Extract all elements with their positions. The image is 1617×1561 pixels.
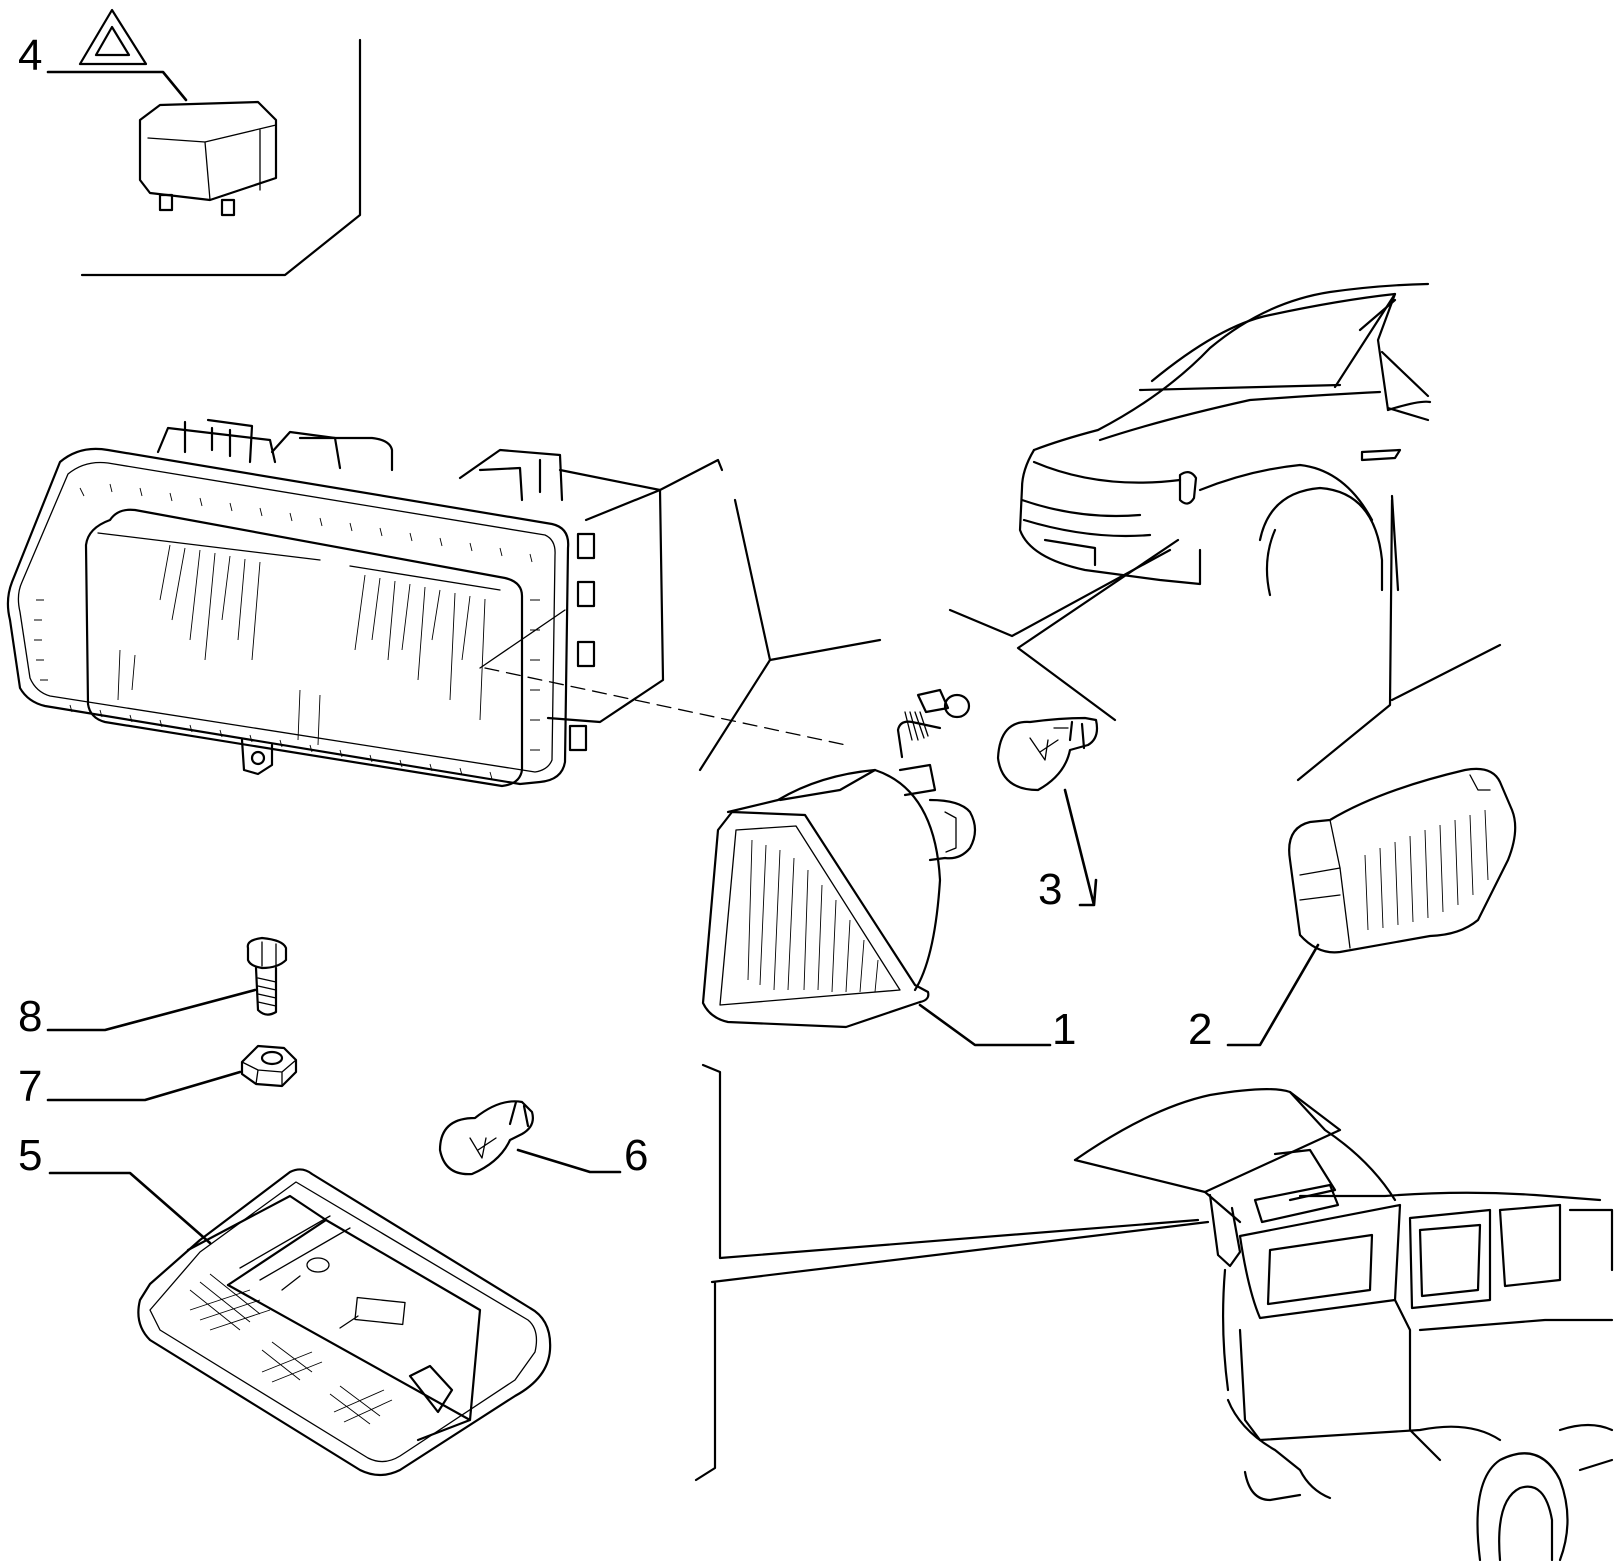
- warning-triangle-icon: [78, 8, 148, 66]
- callout-8: 8: [18, 992, 42, 1041]
- boot-lamp-part-5: [48, 1168, 552, 1477]
- nut-part-7: [46, 1044, 298, 1102]
- indicator-bulb-part-3: [996, 716, 1099, 907]
- callout-1: 1: [1052, 1005, 1076, 1054]
- bolt-part-8: [46, 936, 288, 1032]
- car-rear-view: [694, 1063, 1614, 1561]
- indicator-part-1: [698, 498, 1052, 1047]
- callout-3: 3: [1038, 865, 1062, 914]
- car-front-view: [948, 282, 1432, 722]
- callout-7: 7: [18, 1062, 42, 1111]
- bulb-part-6: [438, 1100, 622, 1176]
- callout-2: 2: [1188, 1005, 1212, 1054]
- callout-4: 4: [18, 31, 42, 80]
- relay-part-4: [46, 8, 362, 277]
- callout-6: 6: [624, 1131, 648, 1180]
- headlamp-assembly: [6, 418, 847, 788]
- callout-5: 5: [18, 1131, 42, 1180]
- side-repeater-part-2: [1226, 498, 1517, 1047]
